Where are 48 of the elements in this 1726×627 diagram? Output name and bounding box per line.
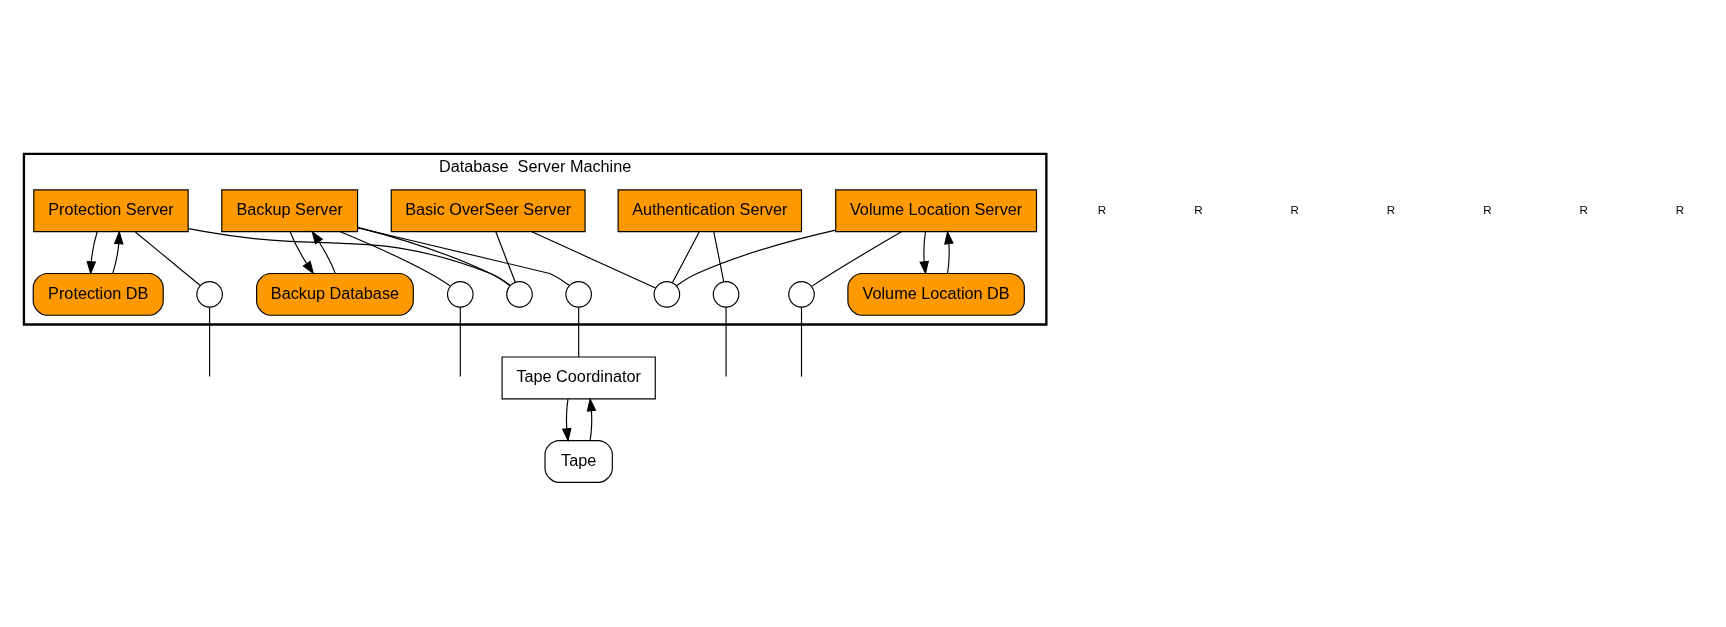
node-circle	[565, 281, 592, 308]
connector	[459, 306, 461, 378]
label: R	[1675, 202, 1685, 216]
connector	[713, 231, 725, 283]
arrow	[289, 231, 315, 275]
connector	[811, 231, 903, 287]
connector	[134, 231, 201, 287]
node-box: Basic OverSeer Server	[390, 189, 586, 233]
node-box: Authentication Server	[617, 189, 803, 233]
node-circle	[788, 281, 815, 308]
connector	[578, 306, 580, 358]
arrow	[561, 398, 572, 443]
arrow	[86, 231, 98, 276]
label: R	[1194, 202, 1203, 216]
node-box: Volume Location DB	[847, 272, 1025, 316]
node-box: Volume Location Server	[835, 189, 1038, 233]
connector	[531, 231, 657, 289]
node-box: Tape	[544, 440, 613, 483]
node-box: Backup Database	[256, 272, 414, 316]
label: R	[1483, 202, 1492, 216]
label: R	[1386, 202, 1396, 216]
node-circle	[446, 281, 474, 308]
connector	[209, 306, 211, 378]
arrow	[919, 231, 929, 276]
connector	[725, 306, 727, 378]
connector	[675, 229, 837, 287]
node-circle	[712, 281, 740, 308]
arrow	[311, 230, 336, 274]
arrow	[586, 397, 597, 442]
connector	[357, 226, 511, 287]
node-circle	[196, 281, 223, 308]
arrow	[944, 230, 954, 274]
node-box: Tape Coordinator	[501, 356, 656, 400]
label: R	[1097, 202, 1107, 216]
connector	[339, 231, 451, 287]
label: R	[1290, 202, 1299, 216]
node-box: Protection Server	[33, 189, 189, 233]
connector	[495, 231, 516, 283]
node-box: Protection DB	[32, 272, 164, 316]
connector	[187, 228, 511, 286]
connector	[357, 227, 570, 286]
node-circle	[653, 281, 681, 308]
connector	[800, 306, 803, 378]
arrow	[112, 230, 124, 274]
connector	[671, 231, 700, 284]
label: R	[1579, 202, 1588, 216]
node-box: Backup Server	[221, 189, 359, 233]
node-circle	[506, 281, 533, 308]
